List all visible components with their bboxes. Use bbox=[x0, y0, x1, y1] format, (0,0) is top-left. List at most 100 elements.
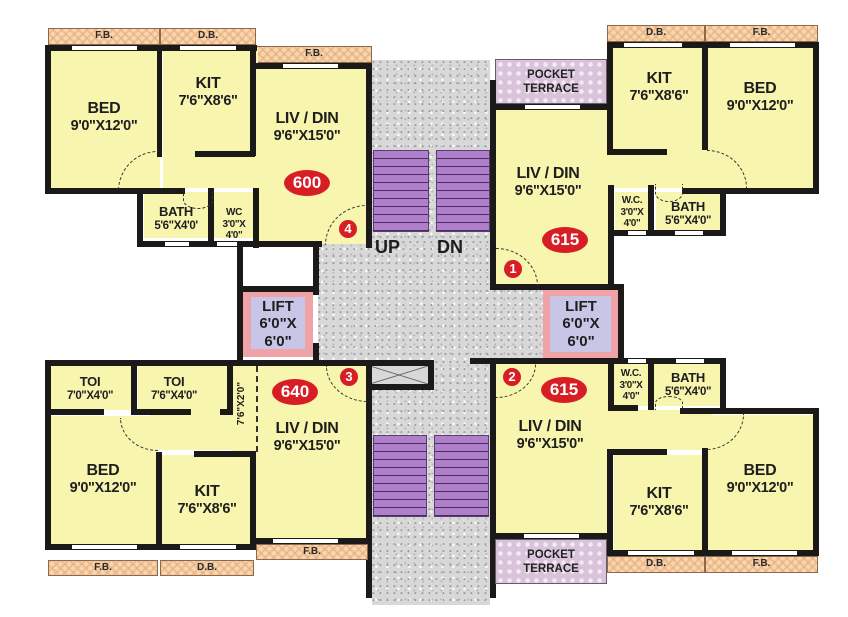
wall bbox=[607, 449, 613, 555]
wall bbox=[607, 550, 819, 556]
window bbox=[180, 46, 236, 50]
wall bbox=[157, 45, 162, 157]
wall bbox=[250, 45, 256, 156]
room-label-liv-din: LIV / DIN 9'6"X15'0" bbox=[273, 110, 341, 145]
area-badge: 640 bbox=[272, 379, 318, 405]
wall bbox=[131, 409, 191, 415]
wall bbox=[194, 451, 254, 457]
wall bbox=[813, 42, 819, 194]
wall bbox=[253, 188, 259, 248]
wall bbox=[490, 80, 496, 290]
pocket-terrace: POCKET TERRACE bbox=[495, 59, 607, 104]
wall bbox=[156, 452, 162, 550]
stair-down-label: DN bbox=[437, 237, 463, 257]
pocket-terrace: POCKET TERRACE bbox=[495, 539, 607, 584]
wall bbox=[45, 45, 257, 51]
room-passage-narrow bbox=[232, 366, 257, 452]
wall bbox=[680, 408, 819, 414]
wall bbox=[648, 358, 654, 410]
area-badge: 600 bbox=[284, 170, 330, 196]
room-kit bbox=[163, 48, 258, 188]
flat-number-badge: 4 bbox=[339, 220, 357, 238]
room-label-bed: BED 9'0"X12'0" bbox=[726, 80, 794, 115]
lift-left: LIFT 6'0"X 6'0" bbox=[243, 292, 313, 357]
wall bbox=[45, 544, 256, 550]
balcony-fb: F.B. bbox=[48, 560, 158, 576]
wall bbox=[607, 449, 667, 455]
room-kit bbox=[614, 455, 704, 550]
lift-right: LIFT 6'0"X 6'0" bbox=[543, 290, 618, 358]
window bbox=[273, 539, 338, 543]
wall bbox=[607, 149, 667, 155]
wall bbox=[227, 360, 233, 415]
window bbox=[283, 64, 338, 68]
room-label-kit: KIT 7'6"X8'6" bbox=[177, 483, 237, 518]
wall bbox=[490, 358, 496, 598]
room-label-kit: KIT 7'6"X8'6" bbox=[629, 485, 689, 520]
wall bbox=[720, 358, 726, 410]
area-badge: 615 bbox=[542, 227, 588, 253]
flat-number-badge: 2 bbox=[503, 368, 521, 386]
wall bbox=[648, 185, 654, 235]
wall bbox=[607, 42, 819, 48]
room-liv-passage bbox=[600, 410, 712, 450]
balcony-db: D.B. bbox=[160, 28, 256, 45]
room-label-wc: W.C. 3'0"X 4'0" bbox=[619, 368, 643, 402]
window bbox=[732, 551, 797, 555]
wall bbox=[720, 188, 726, 235]
wall bbox=[208, 188, 214, 246]
balcony-db: D.B. bbox=[607, 25, 705, 42]
room-label-bed: BED 9'0"X12'0" bbox=[726, 462, 794, 497]
wall bbox=[702, 448, 708, 555]
room-label-toi: TOI 7'6"X4'0" bbox=[150, 374, 198, 402]
window bbox=[628, 231, 646, 235]
room-toi-2 bbox=[138, 366, 232, 410]
lift-label: LIFT 6'0"X 6'0" bbox=[259, 298, 297, 350]
room-liv-passage bbox=[600, 150, 710, 188]
balcony-fb: F.B. bbox=[705, 25, 818, 42]
window bbox=[628, 359, 646, 363]
room-label-kit: KIT 7'6"X8'6" bbox=[178, 75, 238, 110]
room-kit bbox=[162, 455, 250, 545]
window bbox=[624, 43, 682, 47]
door-swing bbox=[655, 396, 683, 410]
room-label-bed: BED 9'0"X12'0" bbox=[70, 100, 138, 135]
window bbox=[730, 43, 795, 47]
flat-number-badge: 3 bbox=[340, 368, 358, 386]
window bbox=[72, 46, 137, 50]
room-label-toi: TOI 7'0"X4'0" bbox=[66, 374, 114, 402]
balcony-db: D.B. bbox=[160, 560, 254, 576]
area-badge: 615 bbox=[541, 377, 587, 403]
stair-flight-bottom-right bbox=[434, 435, 489, 517]
wall bbox=[45, 45, 51, 193]
balcony-fb: F.B. bbox=[48, 28, 160, 45]
room-label-bed: BED 9'0"X12'0" bbox=[69, 462, 137, 497]
wall bbox=[220, 409, 232, 415]
room-label-bath: BATH 5'6"X4'0" bbox=[664, 370, 712, 398]
room-label-kit: KIT 7'6"X8'6" bbox=[629, 70, 689, 105]
door-swing bbox=[256, 366, 258, 452]
window bbox=[165, 242, 189, 246]
room-label-passage: 7'6"X2'0" bbox=[236, 381, 248, 426]
room-label-liv-din: LIV / DIN 9'6"X15'0" bbox=[273, 420, 341, 455]
lift-label: LIFT 6'0"X 6'0" bbox=[562, 298, 600, 350]
room-wc bbox=[615, 192, 650, 232]
window bbox=[675, 231, 703, 235]
wall bbox=[608, 230, 726, 236]
window bbox=[72, 545, 137, 549]
room-wc bbox=[614, 364, 648, 406]
room-bed bbox=[50, 416, 156, 544]
wall bbox=[607, 42, 613, 154]
wall bbox=[313, 245, 319, 295]
stair-flight-bottom-left bbox=[373, 435, 427, 517]
wall bbox=[682, 188, 819, 194]
stair-flight-up-top bbox=[373, 150, 429, 232]
wall bbox=[608, 185, 614, 289]
duct-shaft bbox=[364, 360, 434, 390]
wall bbox=[195, 151, 255, 157]
balcony-db: D.B. bbox=[607, 556, 705, 573]
window bbox=[525, 105, 580, 109]
door-swing bbox=[655, 184, 683, 202]
wall bbox=[45, 360, 51, 550]
room-label-bath: BATH 5'6"X4'0' bbox=[154, 204, 198, 232]
